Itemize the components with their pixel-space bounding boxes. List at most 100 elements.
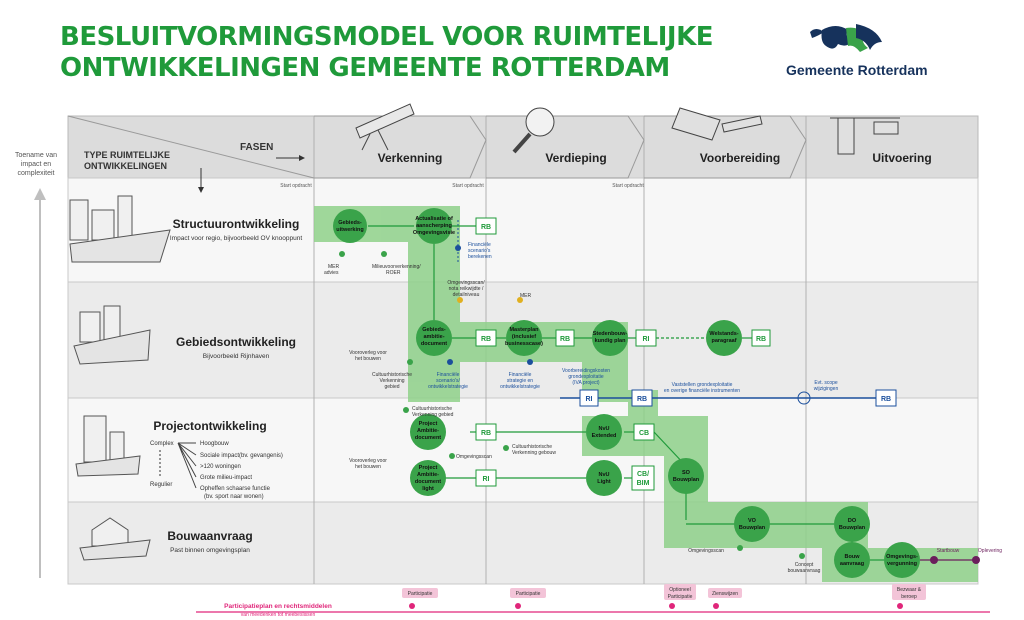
- svg-text:ROER: ROER: [386, 270, 401, 276]
- tag-zienswijzen: Zienswijzen: [712, 591, 738, 597]
- svg-text:Vooroverleg voor: Vooroverleg voor: [349, 458, 387, 464]
- svg-text:MER: MER: [328, 264, 340, 270]
- node-so-bouwplan: SO Bouwplan: [668, 458, 704, 494]
- svg-text:Startbouw: Startbouw: [937, 548, 960, 554]
- row-title-project: Projectontwikkeling: [153, 419, 266, 433]
- project-sketch: [75, 415, 141, 477]
- svg-text:RI: RI: [586, 396, 593, 403]
- row-title-structuur: Structuurontwikkeling: [173, 217, 300, 231]
- svg-text:Oplevering: Oplevering: [978, 548, 1002, 554]
- annotation-dots: [339, 245, 980, 564]
- node-bouwaanvraag: Bouw aanvraag: [834, 542, 870, 578]
- header: TYPE RUIMTELIJKE ONTWIKKELINGEN FASEN Ve…: [84, 103, 932, 193]
- svg-text:wijzigingen: wijzigingen: [814, 386, 839, 392]
- row-labels: Structuurontwikkeling Impact voor regio,…: [69, 195, 302, 561]
- box-rb-5: RB: [475, 423, 497, 441]
- node-gebiedsambitie: Gebieds- ambitie- document: [416, 320, 452, 356]
- svg-text:Ambitie-: Ambitie-: [417, 472, 439, 478]
- svg-text:Cultuurhistorische: Cultuurhistorische: [412, 406, 452, 412]
- svg-text:RB: RB: [881, 396, 891, 403]
- regulier-label: Regulier: [150, 482, 172, 488]
- complexity-item-6: (bv. sport naar wonen): [204, 494, 264, 500]
- svg-text:en overige financiële instrume: en overige financiële instrumenten: [664, 388, 740, 394]
- svg-text:Project: Project: [419, 421, 438, 427]
- tag-participatie-3: Participatie: [668, 594, 693, 600]
- svg-text:vergunning: vergunning: [887, 561, 917, 567]
- start-opdracht-1: Start opdracht: [280, 183, 312, 189]
- box-rb-3: RB: [555, 329, 575, 347]
- svg-text:Omgevingsscan: Omgevingsscan: [688, 548, 724, 554]
- complexity-axis: Toename van impact en complexiteit: [15, 152, 57, 578]
- phase-uitvoering: Uitvoering: [872, 151, 931, 165]
- svg-text:advies: advies: [324, 270, 339, 276]
- svg-text:VO: VO: [748, 518, 757, 524]
- node-vo-bouwplan: VO Bouwplan: [734, 506, 770, 542]
- axis-label-1: Toename van: [15, 152, 57, 159]
- svg-text:(inclusief: (inclusief: [512, 334, 536, 340]
- svg-text:strategie en: strategie en: [507, 378, 533, 384]
- svg-text:Bouw: Bouw: [845, 554, 861, 560]
- svg-text:grondexploitatie: grondexploitatie: [568, 374, 604, 380]
- row-subtitle-gebied: Bijvoorbeeld Rijnhaven: [203, 353, 270, 360]
- tag-optioneel: Optioneel: [669, 587, 690, 593]
- svg-text:BIM: BIM: [637, 480, 650, 487]
- svg-text:Voorbereidingskosten: Voorbereidingskosten: [562, 368, 610, 374]
- svg-text:paragraaf: paragraaf: [711, 338, 736, 344]
- crane-icon: [830, 117, 900, 155]
- svg-text:DO: DO: [848, 518, 857, 524]
- complex-label: Complex: [150, 441, 174, 447]
- svg-text:aanscherping: aanscherping: [416, 223, 452, 229]
- svg-text:Gebieds-: Gebieds-: [422, 327, 446, 333]
- svg-text:RB: RB: [560, 336, 570, 343]
- funding-line: [457, 218, 880, 405]
- magnifier-icon: [512, 107, 555, 154]
- box-rb-1: RB: [475, 217, 497, 235]
- node-nvu-light: NvU Light: [586, 460, 622, 496]
- box-rb-2: RB: [475, 329, 497, 347]
- start-opdracht-2: Start opdracht: [452, 183, 484, 189]
- svg-text:RB: RB: [481, 336, 491, 343]
- svg-text:NvU: NvU: [598, 472, 609, 478]
- svg-text:MER: MER: [520, 293, 532, 299]
- svg-text:RB: RB: [481, 224, 491, 231]
- node-nvu-extended: NvU Extended: [586, 414, 622, 450]
- svg-text:document: document: [421, 341, 447, 347]
- svg-text:berekenen: berekenen: [468, 254, 492, 260]
- svg-text:Masterplan: Masterplan: [509, 327, 539, 333]
- svg-text:ontwikkelstrategie: ontwikkelstrategie: [500, 384, 540, 390]
- grid: [67, 115, 979, 585]
- box-rb-4: RB: [751, 329, 771, 347]
- participation-subtitle: van meedenken tot meebeslissen: [241, 612, 316, 618]
- svg-text:Cultuurhistorische: Cultuurhistorische: [372, 372, 412, 378]
- svg-text:Financiële: Financiële: [437, 372, 460, 378]
- svg-text:scenario's: scenario's: [468, 248, 491, 254]
- svg-text:NvU: NvU: [598, 426, 609, 432]
- svg-text:Ambitie-: Ambitie-: [417, 428, 439, 434]
- tag-beroep: beroep: [901, 594, 917, 600]
- svg-text:scenario's/: scenario's/: [436, 378, 460, 384]
- svg-text:ambitie-: ambitie-: [423, 334, 444, 340]
- svg-text:het bouwen: het bouwen: [355, 464, 381, 470]
- node-actualisatie: Actualisatie of aanscherping Omgevingsvi…: [413, 208, 455, 244]
- svg-text:Light: Light: [597, 479, 611, 485]
- row-title-bouw: Bouwaanvraag: [167, 529, 252, 543]
- svg-text:Bouwplan: Bouwplan: [673, 477, 700, 483]
- svg-text:uitwerking: uitwerking: [336, 227, 364, 233]
- box-ri-1: RI: [635, 329, 657, 347]
- svg-text:kundig plan: kundig plan: [595, 338, 627, 344]
- gebied-sketch: [73, 305, 151, 365]
- participation-title: Participatieplan en rechtsmiddelen: [224, 603, 332, 610]
- svg-text:Stedenbouw-: Stedenbouw-: [593, 331, 628, 337]
- svg-text:Gebieds-: Gebieds-: [338, 220, 362, 226]
- start-opdracht-markers: Start opdracht Start opdracht Start opdr…: [280, 183, 644, 189]
- svg-text:RB: RB: [637, 396, 647, 403]
- svg-text:CB: CB: [639, 430, 649, 437]
- svg-text:RB: RB: [756, 336, 766, 343]
- svg-text:Financiële: Financiële: [509, 372, 532, 378]
- svg-text:het bouwen: het bouwen: [355, 356, 381, 362]
- participation-line: Participatieplan en rechtsmiddelen van m…: [196, 584, 990, 618]
- phases-label: FASEN: [240, 142, 273, 153]
- svg-text:Vooroverleg voor: Vooroverleg voor: [349, 350, 387, 356]
- box-rb-blue-2: RB: [875, 389, 897, 407]
